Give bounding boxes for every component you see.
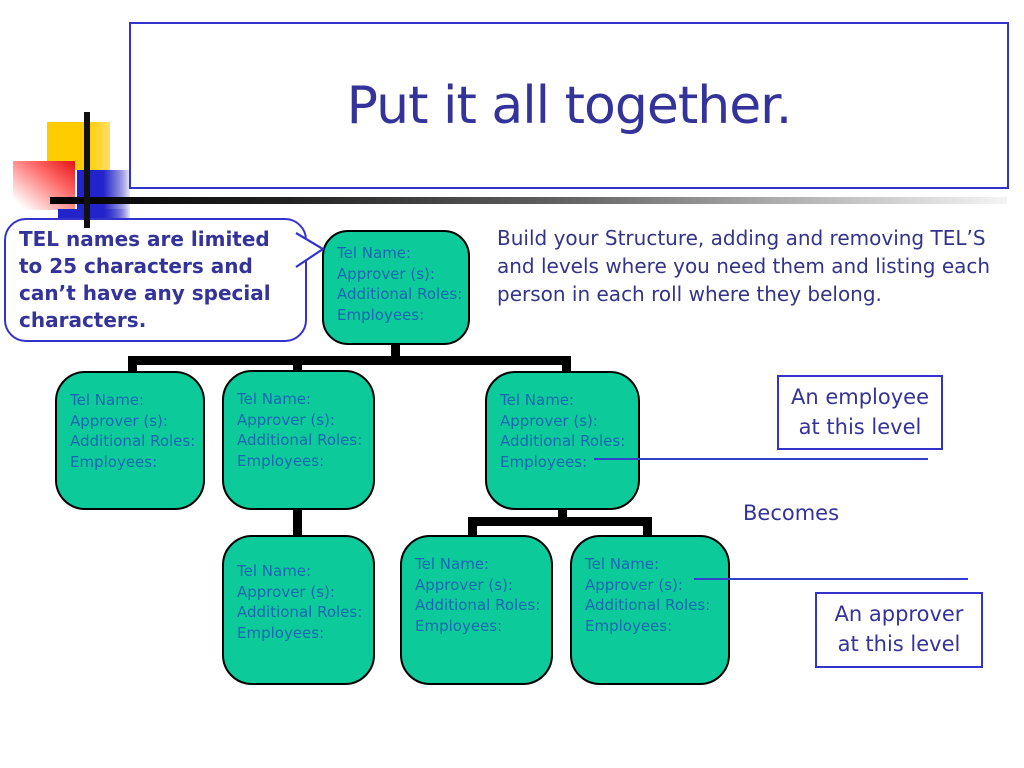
connector-level2-bar xyxy=(128,356,571,365)
node-line: Employees: xyxy=(237,451,325,470)
node-line: Employees: xyxy=(337,305,425,324)
approver-pointer-line xyxy=(694,578,968,580)
node-line: Approver (s): xyxy=(415,575,513,594)
node-line: Approver (s): xyxy=(337,264,435,283)
node-line: Approver (s): xyxy=(500,411,598,430)
org-node-level2-1: Tel Name: Approver (s): Additional Roles… xyxy=(55,371,205,510)
connector-stub xyxy=(468,517,477,536)
node-line: Additional Roles: xyxy=(585,596,711,614)
connector-stub xyxy=(558,508,567,520)
employee-label-box: An employee at this level xyxy=(777,375,943,450)
body-line: person in each roll where they belong. xyxy=(497,282,882,306)
node-line: Tel Name: xyxy=(500,391,575,409)
node-line: Employees: xyxy=(500,452,588,471)
org-node-level3-3: Tel Name: Approver (s): Additional Roles… xyxy=(570,535,730,685)
connector-stub xyxy=(128,356,137,373)
node-line: Tel Name: xyxy=(237,562,312,580)
callout-bubble: TEL names are limited to 25 characters a… xyxy=(4,218,307,342)
node-line: Tel Name: xyxy=(237,390,312,408)
node-line: Employees: xyxy=(70,452,158,471)
callout-tail-icon xyxy=(295,232,326,268)
approver-label-box: An approver at this level xyxy=(815,592,983,668)
body-paragraph: Build your Structure, adding and removin… xyxy=(497,224,1017,308)
node-line: Approver (s): xyxy=(70,411,168,430)
node-line: Employees: xyxy=(237,623,325,642)
body-line: Build your Structure, adding and removin… xyxy=(497,226,986,250)
connector-stub xyxy=(643,517,652,536)
decor-vertical-line xyxy=(84,112,90,228)
employee-pointer-line xyxy=(594,458,928,460)
callout-line: to 25 characters and xyxy=(19,254,253,278)
callout-line: can’t have any special xyxy=(19,281,271,305)
approver-label-line: An approver xyxy=(834,602,964,626)
node-line: Additional Roles: xyxy=(237,431,363,449)
node-line: Approver (s): xyxy=(585,575,683,594)
node-line: Additional Roles: xyxy=(337,285,463,303)
node-line: Approver (s): xyxy=(237,582,335,601)
employee-label-line: An employee xyxy=(790,385,929,409)
employee-label-line: at this level xyxy=(798,415,922,439)
node-line: Additional Roles: xyxy=(500,432,626,450)
connector-stub xyxy=(293,508,302,536)
node-line: Additional Roles: xyxy=(237,603,363,621)
becomes-label: Becomes xyxy=(743,501,840,525)
connector-level3-bar xyxy=(468,517,652,526)
callout-line: TEL names are limited xyxy=(19,227,270,251)
connector-stub xyxy=(562,356,571,373)
callout-line: characters. xyxy=(19,308,147,332)
org-node-root: Tel Name: Approver (s): Additional Roles… xyxy=(322,230,470,345)
node-line: Tel Name: xyxy=(337,244,412,262)
node-line: Approver (s): xyxy=(237,410,335,429)
node-line: Tel Name: xyxy=(415,555,490,573)
node-line: Employees: xyxy=(585,616,673,635)
title-box: Put it all together. xyxy=(129,22,1009,189)
node-line: Additional Roles: xyxy=(70,432,196,450)
node-line: Tel Name: xyxy=(585,555,660,573)
org-node-level3-1: Tel Name: Approver (s): Additional Roles… xyxy=(222,535,375,685)
title-underline-gradient xyxy=(50,197,1007,204)
org-node-level2-3: Tel Name: Approver (s): Additional Roles… xyxy=(485,371,640,510)
org-node-level2-2: Tel Name: Approver (s): Additional Roles… xyxy=(222,370,375,510)
page-title: Put it all together. xyxy=(346,75,793,136)
node-line: Employees: xyxy=(415,616,503,635)
connector-stub xyxy=(293,356,302,372)
node-line: Tel Name: xyxy=(70,391,145,409)
node-line: Additional Roles: xyxy=(415,596,541,614)
org-node-level3-2: Tel Name: Approver (s): Additional Roles… xyxy=(400,535,553,685)
approver-label-line: at this level xyxy=(837,632,961,656)
body-line: and levels where you need them and listi… xyxy=(497,254,991,278)
connector-root-stub xyxy=(391,344,400,358)
